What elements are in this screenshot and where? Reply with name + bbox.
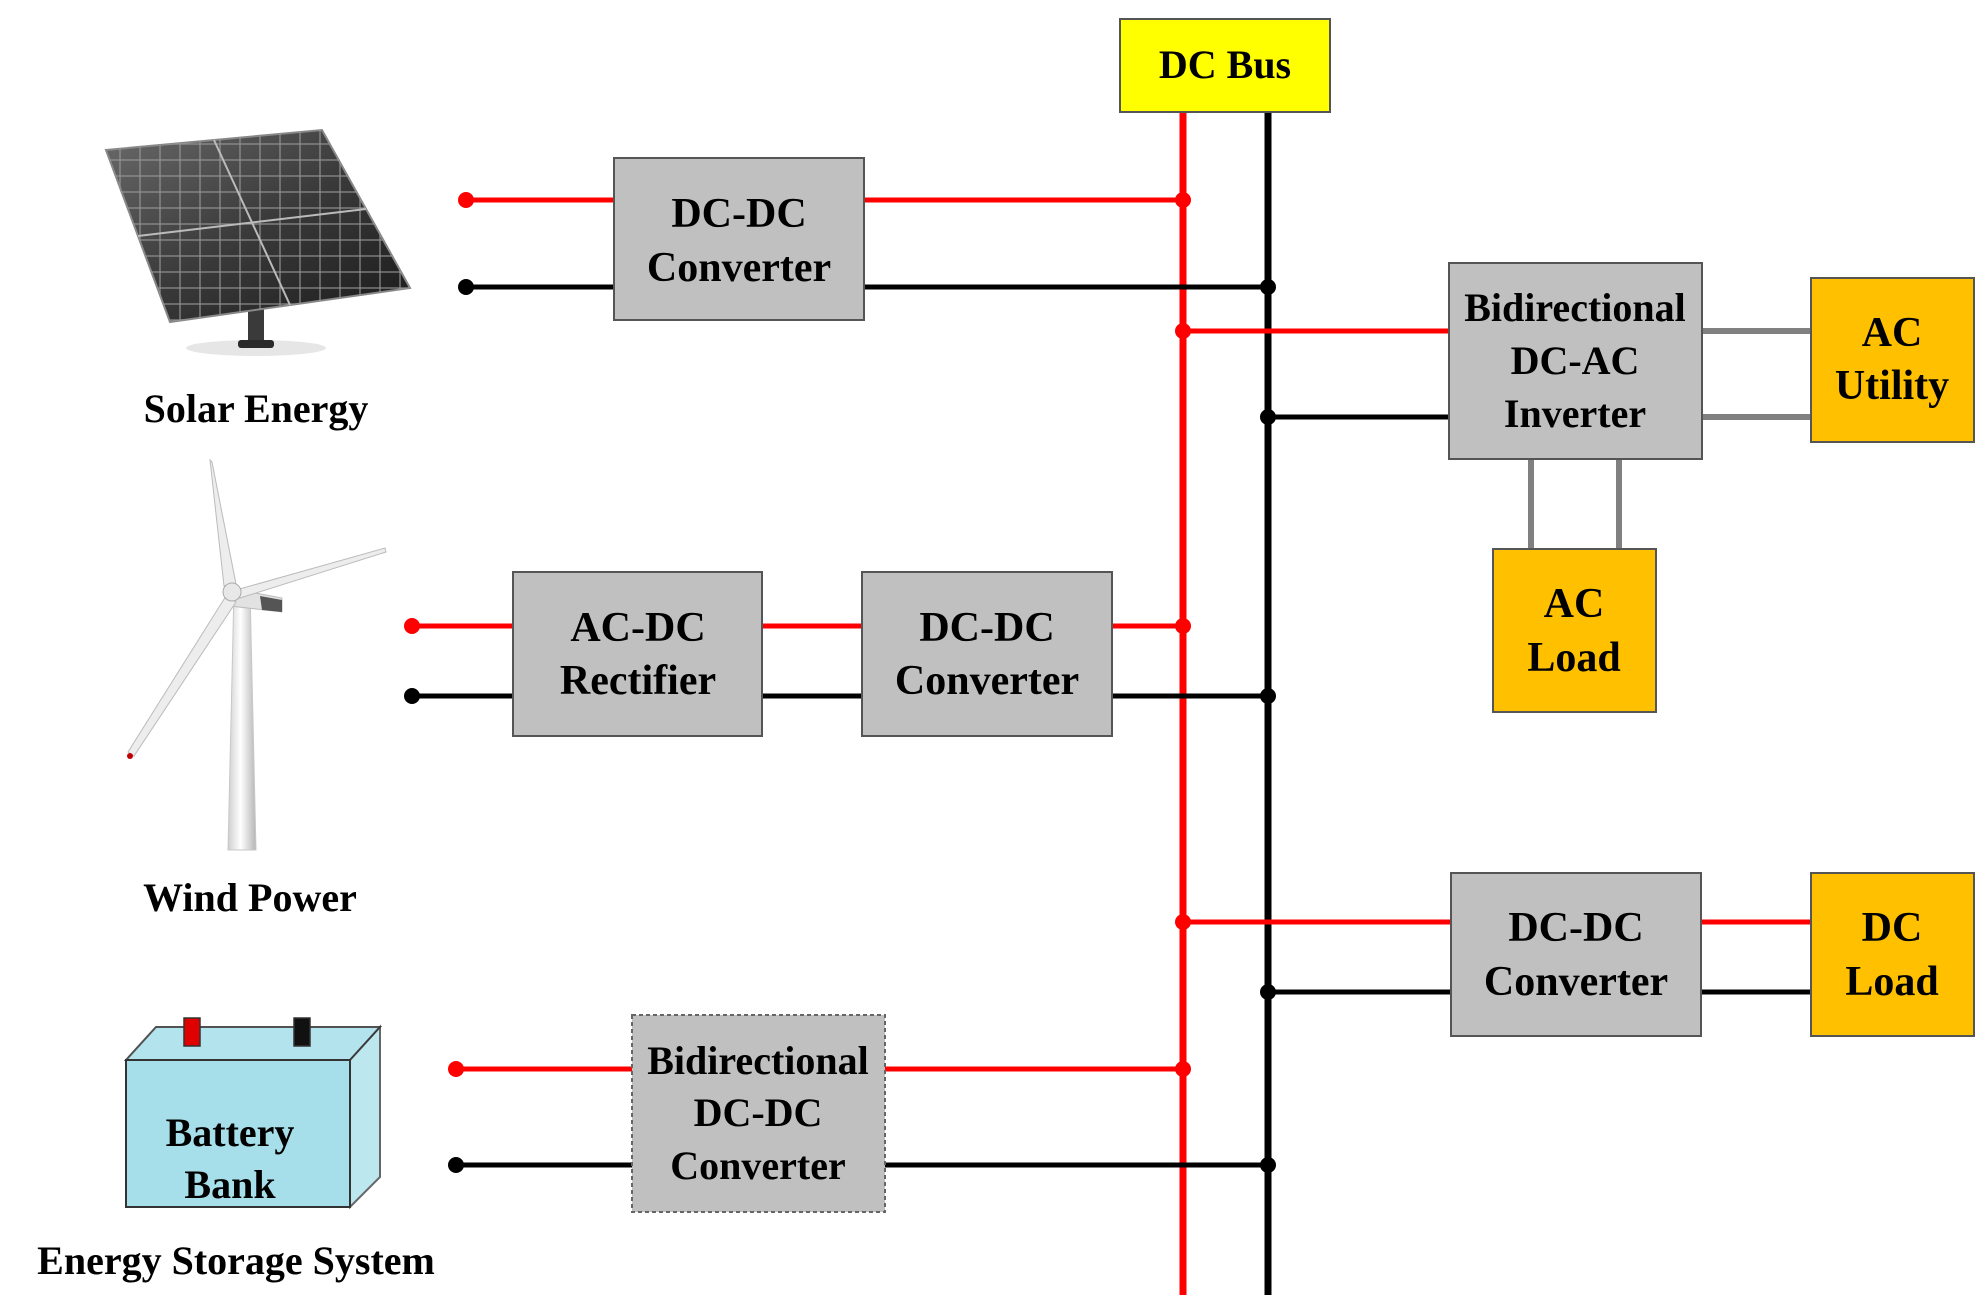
battery-label-line: Bank: [184, 1162, 276, 1207]
ac-utility-block: AC Utility: [1810, 277, 1975, 443]
battery-bidirectional-dc-dc-converter: Bidirectional DC-DC Converter: [631, 1014, 886, 1213]
energy-storage-system-label: Energy Storage System: [37, 1238, 435, 1283]
block-label-line: DC-AC: [1511, 338, 1640, 383]
block-label-line: Inverter: [1504, 391, 1646, 436]
block-label-line: Converter: [670, 1143, 845, 1188]
block-label-line: Rectifier: [560, 658, 716, 704]
wind-negative-terminal: [404, 688, 420, 704]
bus-junction: [1175, 914, 1191, 930]
block-label-line: DC-DC: [694, 1090, 823, 1135]
wind-turbine-icon: [127, 458, 387, 851]
block-label-line: Converter: [647, 245, 831, 291]
dc-load-block: DC Load: [1810, 872, 1975, 1037]
block-label-line: AC-DC: [570, 605, 705, 651]
block-label-line: Converter: [895, 658, 1079, 704]
wind-ac-dc-rectifier: AC-DC Rectifier: [512, 571, 763, 737]
battery-negative-terminal: [448, 1157, 464, 1173]
block-label-line: AC: [1544, 581, 1605, 627]
bus-junction: [1260, 1157, 1276, 1173]
block-label-line: DC-DC: [919, 605, 1054, 651]
battery-bank-icon: Battery Bank: [123, 1017, 383, 1210]
battery-positive-post: [183, 1017, 201, 1047]
wind-dc-dc-converter: DC-DC Converter: [861, 571, 1113, 737]
bus-junction: [1260, 984, 1276, 1000]
dc-bus-label-box: DC Bus: [1119, 18, 1331, 113]
block-label-line: DC-DC: [671, 191, 806, 237]
block-label-line: Load: [1527, 635, 1620, 681]
bus-junction: [1175, 1061, 1191, 1077]
solar-negative-terminal: [458, 279, 474, 295]
bus-junction: [1260, 688, 1276, 704]
bidirectional-dc-ac-inverter: Bidirectional DC-AC Inverter: [1448, 262, 1703, 460]
block-label-line: Bidirectional: [647, 1038, 868, 1083]
block-label-line: DC: [1862, 905, 1923, 951]
block-label-line: Converter: [1484, 959, 1668, 1005]
block-label-line: AC: [1862, 310, 1923, 356]
battery-negative-post: [293, 1017, 311, 1047]
block-label-line: Utility: [1835, 363, 1949, 409]
block-label-line: Bidirectional: [1464, 285, 1685, 330]
wind-power-label: Wind Power: [143, 875, 357, 920]
solar-positive-terminal: [458, 192, 474, 208]
solar-dc-dc-converter: DC-DC Converter: [613, 157, 865, 321]
dc-load-dc-dc-converter: DC-DC Converter: [1450, 872, 1702, 1037]
bus-junction: [1260, 279, 1276, 295]
dc-bus-label: DC Bus: [1159, 42, 1291, 87]
battery-label-line: Battery: [166, 1110, 295, 1155]
solar-energy-label: Solar Energy: [144, 386, 369, 431]
bus-junction: [1260, 409, 1276, 425]
block-label-line: DC-DC: [1508, 905, 1643, 951]
wind-positive-terminal: [404, 618, 420, 634]
bus-junction: [1175, 618, 1191, 634]
bus-junction: [1175, 323, 1191, 339]
solar-panel-icon: [104, 128, 412, 356]
ac-load-block: AC Load: [1492, 548, 1657, 713]
bus-junction: [1175, 192, 1191, 208]
junction-dots: [404, 192, 1276, 1173]
battery-positive-terminal: [448, 1061, 464, 1077]
block-label-line: Load: [1845, 959, 1938, 1005]
